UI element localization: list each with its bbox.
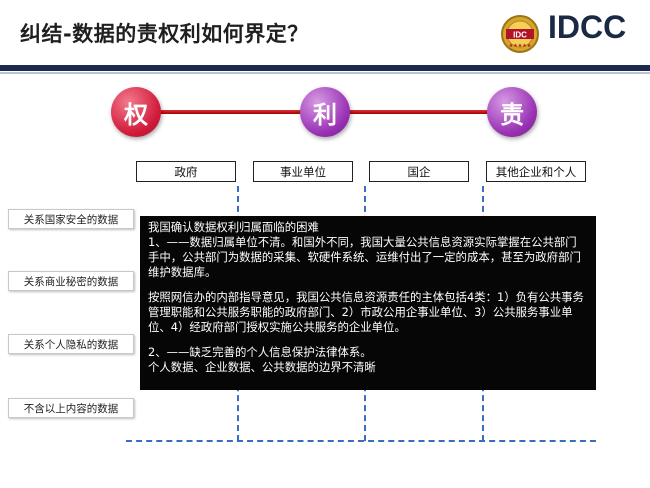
category-other-data: 不含以上内容的数据 xyxy=(8,398,134,418)
entity-government: 政府 xyxy=(136,161,236,182)
entity-state-enterprise: 国企 xyxy=(369,161,469,182)
box-paragraph-2: 按照网信办的内部指导意见，我国公共信息资源责任的主体包括4类：1）负有公共事务管… xyxy=(148,290,584,334)
header-subbar xyxy=(0,72,650,74)
entity-public-institution: 事业单位 xyxy=(253,161,353,182)
box-paragraph-3: 2、——缺乏完善的个人信息保护法律体系。 xyxy=(148,345,372,359)
node-li: 利 xyxy=(300,87,350,137)
dashed-baseline xyxy=(126,440,596,442)
entity-other-enterprise-individual: 其他企业和个人 xyxy=(486,161,586,182)
category-personal-privacy: 关系个人隐私的数据 xyxy=(8,334,134,354)
node-quan: 权 xyxy=(111,87,161,137)
explanation-box: 我国确认数据权利归属面临的困难 1、——数据归属单位不清。和国外不同，我国大量公… xyxy=(140,216,596,390)
header-bar xyxy=(0,65,650,71)
category-trade-secret: 关系商业秘密的数据 xyxy=(8,271,134,291)
box-paragraph-1: 1、——数据归属单位不清。和国外不同，我国大量公共信息资源实际掌握在公共部门手中… xyxy=(148,235,581,279)
page-title: 纠结-数据的责权利如何界定？ xyxy=(20,22,309,46)
idc-logo-icon: IDC ★★★★★ xyxy=(501,15,539,53)
logo-text: IDCC xyxy=(548,9,627,45)
category-national-security: 关系国家安全的数据 xyxy=(8,209,134,229)
node-ze: 责 xyxy=(487,87,537,137)
box-heading: 我国确认数据权利归属面临的困难 xyxy=(148,220,319,234)
box-paragraph-4: 个人数据、企业数据、公共数据的边界不清晰 xyxy=(148,360,376,374)
svg-text:IDC: IDC xyxy=(513,31,527,40)
svg-text:★★★★★: ★★★★★ xyxy=(509,43,532,49)
